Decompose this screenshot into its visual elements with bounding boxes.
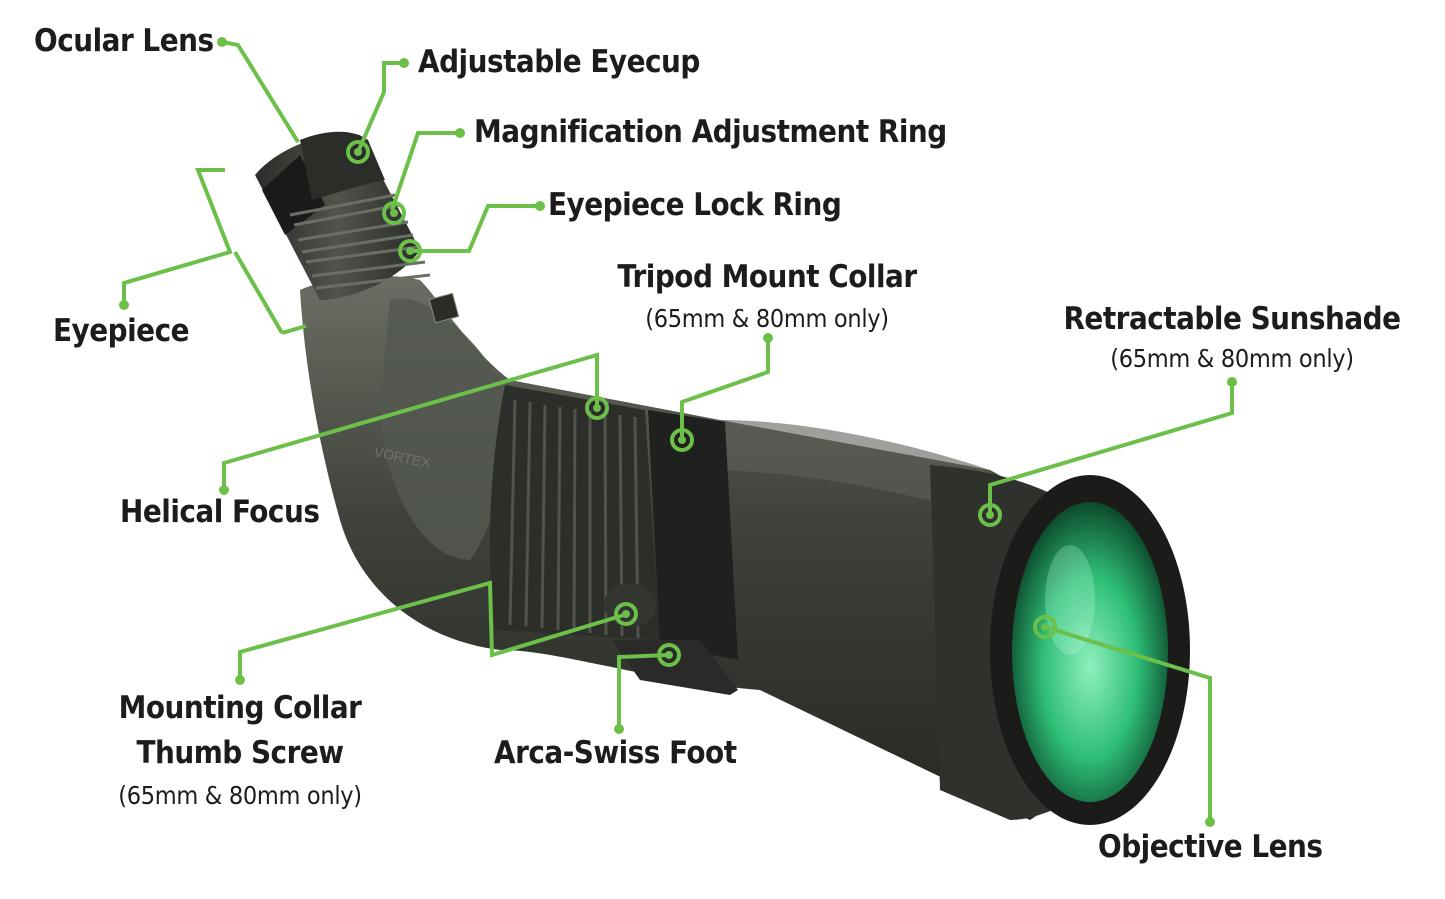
target-marker xyxy=(1033,615,1057,639)
target-marker xyxy=(657,643,681,667)
callout-dots xyxy=(119,37,1237,827)
label-helical-focus: Helical Focus xyxy=(120,494,320,530)
callout-dot xyxy=(455,128,465,138)
target-marker xyxy=(382,201,406,225)
callout-dot xyxy=(535,201,545,211)
helical-focus-ring xyxy=(489,385,660,640)
callout-dot xyxy=(763,333,773,343)
callout-dot xyxy=(1227,377,1237,387)
target-marker xyxy=(614,602,638,626)
label-mounting-collar-line1: Mounting Collar xyxy=(118,690,362,726)
label-retractable-sunshade-note: (65mm & 80mm only) xyxy=(1110,344,1354,373)
label-objective-lens: Objective Lens xyxy=(1098,829,1323,865)
callout-dot xyxy=(399,58,409,68)
callout-dot xyxy=(217,37,227,47)
label-mounting-collar-line2: Thumb Screw xyxy=(136,735,344,771)
callout-dot xyxy=(614,724,624,734)
label-ocular-lens: Ocular Lens xyxy=(34,23,214,59)
target-marker xyxy=(978,503,1002,527)
objective-lens-glass xyxy=(1012,502,1168,802)
callout-dot xyxy=(1205,817,1215,827)
target-markers xyxy=(346,140,1057,667)
callout-dot xyxy=(219,485,229,495)
label-tripod-mount-collar-note: (65mm & 80mm only) xyxy=(645,304,889,333)
tripod-collar xyxy=(648,410,738,660)
label-mounting-collar-note: (65mm & 80mm only) xyxy=(118,781,362,810)
eyecup xyxy=(300,131,385,200)
callout-dot xyxy=(235,675,245,685)
label-retractable-sunshade: Retractable Sunshade xyxy=(1063,301,1401,337)
target-marker xyxy=(585,396,609,420)
callout-lines xyxy=(122,40,1234,822)
label-arca-swiss-foot: Arca-Swiss Foot xyxy=(494,735,737,771)
callout-dot xyxy=(119,300,129,310)
label-adjustable-eyecup: Adjustable Eyecup xyxy=(418,44,700,80)
label-eyepiece-lock-ring: Eyepiece Lock Ring xyxy=(548,187,842,223)
target-marker xyxy=(346,140,370,164)
target-marker xyxy=(670,428,694,452)
eyepiece-assembly xyxy=(255,131,431,300)
label-tripod-mount-collar: Tripod Mount Collar xyxy=(617,259,917,295)
spotting-scope-illustration: VORTEX xyxy=(255,131,1190,825)
target-marker xyxy=(398,239,422,263)
side-grip-panel xyxy=(380,298,509,560)
label-eyepiece: Eyepiece xyxy=(53,313,190,349)
arca-swiss-foot-shape xyxy=(612,640,738,695)
label-magnification-ring: Magnification Adjustment Ring xyxy=(474,114,947,150)
